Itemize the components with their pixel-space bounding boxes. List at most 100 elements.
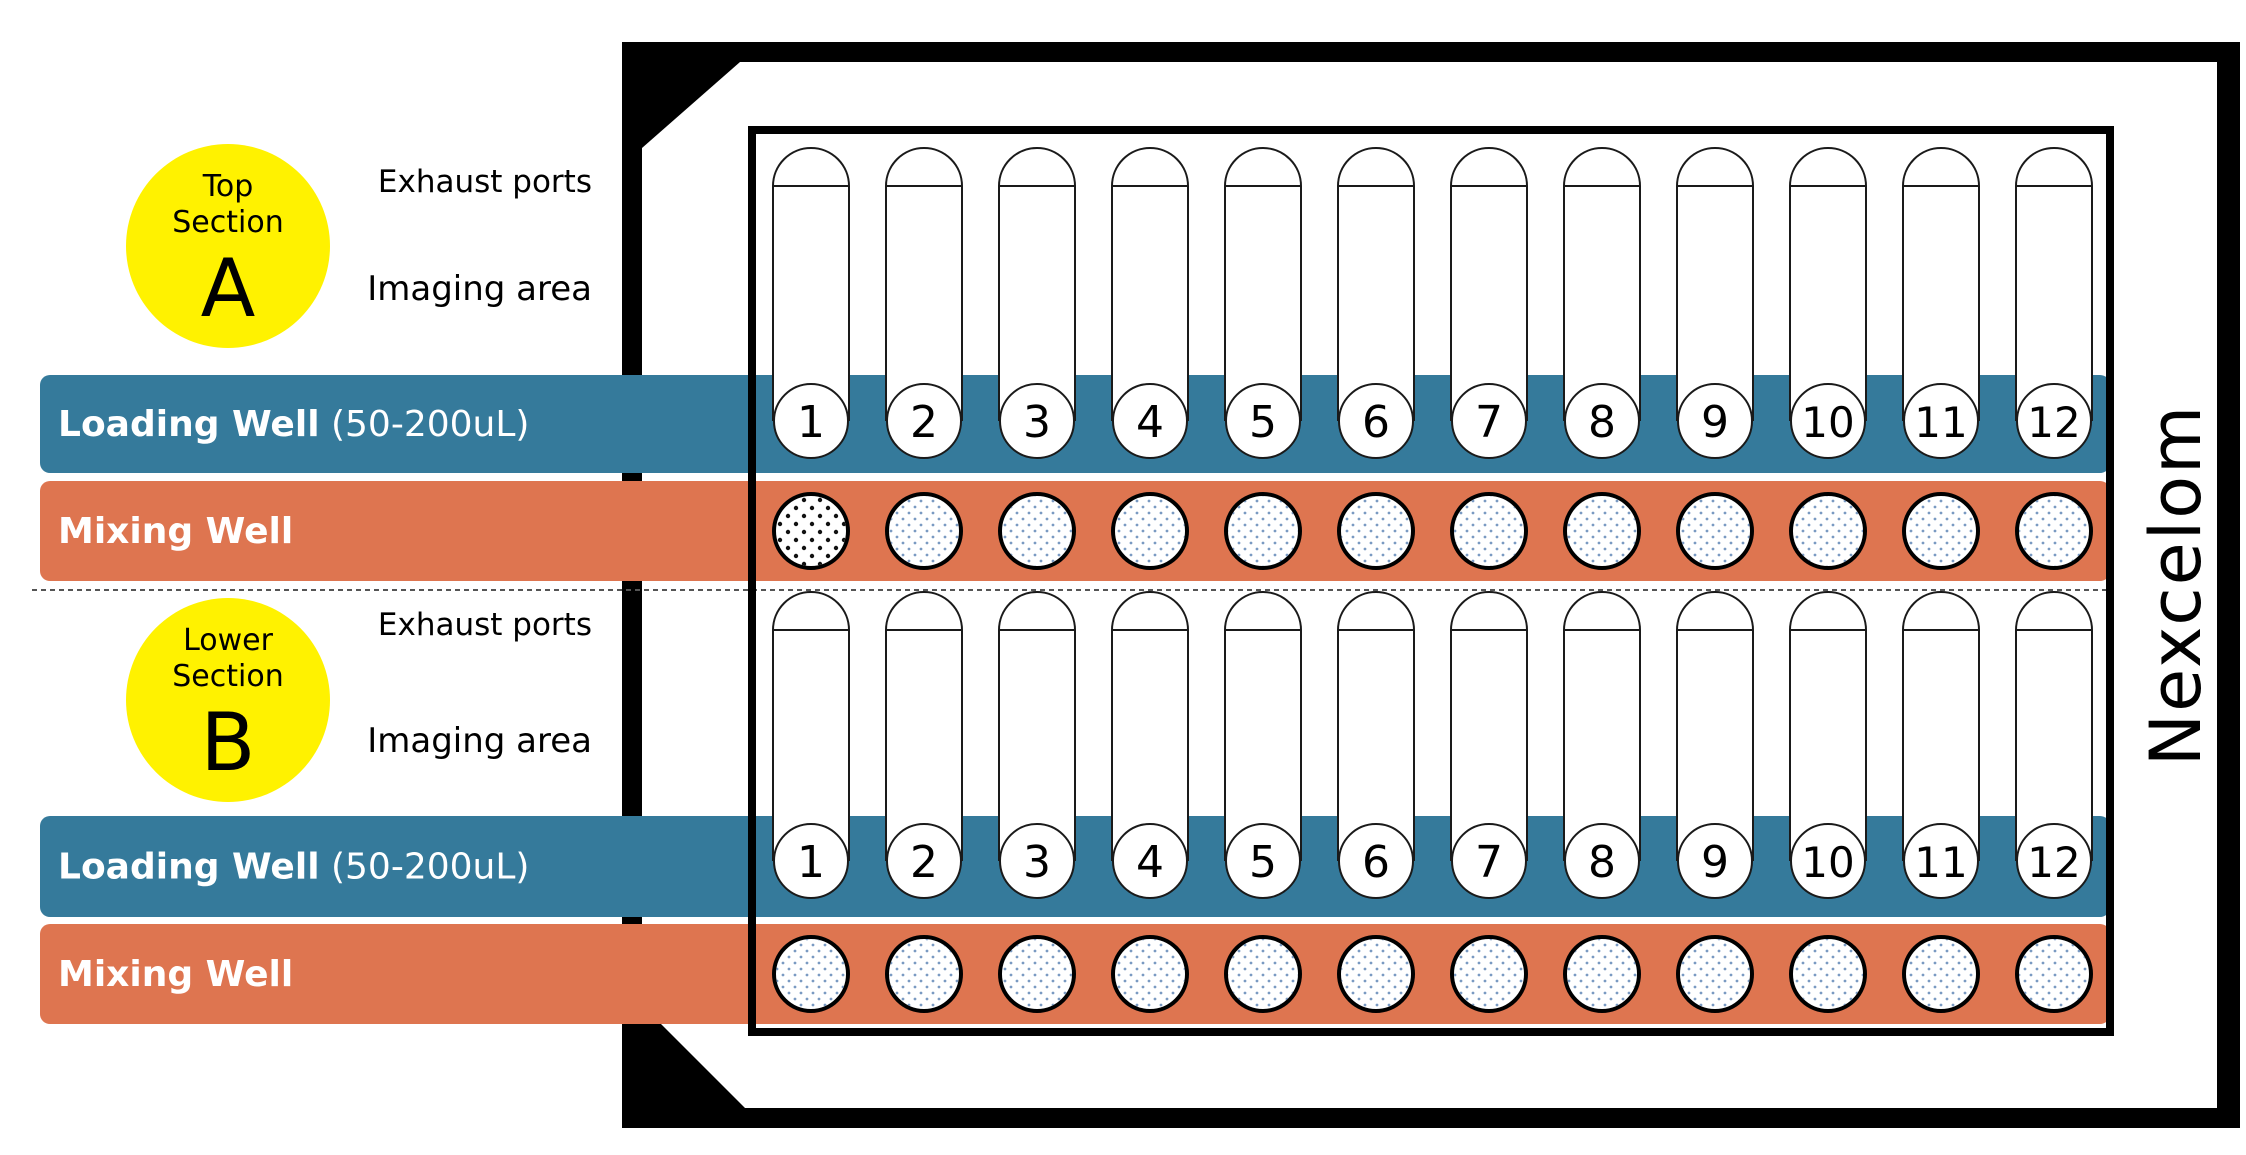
loading-well-a-2[interactable] xyxy=(886,383,962,459)
chamber-b-12: 12 xyxy=(2015,591,2093,1013)
chamber-b-2: 2 xyxy=(885,591,963,1013)
well-number: 4 xyxy=(1136,837,1164,888)
loading-well-a-8[interactable] xyxy=(1564,383,1640,459)
loading-well-volume: (50-200uL) xyxy=(320,847,530,888)
imaging-channel xyxy=(1676,147,1754,421)
badge-circle xyxy=(126,144,330,348)
well-number: 9 xyxy=(1701,397,1729,448)
imaging-channel xyxy=(772,591,850,861)
chamber-b-6: 6 xyxy=(1337,591,1415,1013)
imaging-channel xyxy=(1450,591,1528,861)
imaging-channel xyxy=(1111,591,1189,861)
mixing-well-dots xyxy=(2019,496,2089,566)
loading-well-b-3[interactable] xyxy=(999,823,1075,899)
imaging-channel xyxy=(885,147,963,421)
loading-well-volume: (50-200uL) xyxy=(320,404,530,445)
loading-well-a-10[interactable] xyxy=(1790,383,1866,459)
mixing-well-dots xyxy=(1341,496,1411,566)
well-number: 5 xyxy=(1249,397,1277,448)
loading-well-b-11[interactable] xyxy=(1903,823,1979,899)
imaging-channel xyxy=(1789,591,1867,861)
chamber-b-3: 3 xyxy=(998,591,1076,1013)
well-number: 11 xyxy=(1914,398,1967,447)
mixing-well-dots xyxy=(1454,939,1524,1009)
chamber-a-1: 1 xyxy=(772,147,850,570)
mixing-well-dots xyxy=(1680,496,1750,566)
mixing-well-dots xyxy=(889,496,959,566)
well-number: 3 xyxy=(1023,397,1051,448)
mixing-well-dots xyxy=(1228,939,1298,1009)
imaging-channel xyxy=(998,591,1076,861)
exhaust-ports-label-b: Exhaust ports xyxy=(378,607,592,643)
mixing-well-dots xyxy=(1002,496,1072,566)
chamber-b-1: 1 xyxy=(772,591,850,1013)
loading-well-a-1[interactable] xyxy=(773,383,849,459)
imaging-channel xyxy=(1902,591,1980,861)
loading-well-a-12[interactable] xyxy=(2016,383,2092,459)
badge-line2: Section xyxy=(172,205,283,240)
mixing-well-dots xyxy=(1115,496,1185,566)
exhaust-ports-label-a: Exhaust ports xyxy=(378,164,592,200)
imaging-channel xyxy=(1111,147,1189,421)
mixing-well-dots xyxy=(1228,496,1298,566)
loading-well-b-5[interactable] xyxy=(1225,823,1301,899)
loading-well-b-6[interactable] xyxy=(1338,823,1414,899)
chamber-a-4: 4 xyxy=(1111,147,1189,570)
imaging-channel xyxy=(2015,147,2093,421)
imaging-channel xyxy=(998,147,1076,421)
brand-logo: Nexcelom xyxy=(2135,404,2217,766)
well-number: 2 xyxy=(910,397,938,448)
well-number: 4 xyxy=(1136,397,1164,448)
mixing-well-dots xyxy=(1567,939,1637,1009)
loading-well-b-10[interactable] xyxy=(1790,823,1866,899)
imaging-channel xyxy=(1224,147,1302,421)
well-number: 12 xyxy=(2027,398,2080,447)
loading-well-a-5[interactable] xyxy=(1225,383,1301,459)
loading-well-b-8[interactable] xyxy=(1564,823,1640,899)
badge-line1: Top xyxy=(202,169,254,204)
well-number: 6 xyxy=(1362,397,1390,448)
loading-well-b-2[interactable] xyxy=(886,823,962,899)
well-number: 8 xyxy=(1588,837,1616,888)
imaging-channel xyxy=(1676,591,1754,861)
chamber-a-7: 7 xyxy=(1450,147,1528,570)
mixing-well-dots xyxy=(776,939,846,1009)
loading-well-title: Loading Well xyxy=(58,404,320,445)
loading-well-a-3[interactable] xyxy=(999,383,1075,459)
badge-circle xyxy=(126,598,330,802)
mixing-well-dots xyxy=(1567,496,1637,566)
loading-well-b-7[interactable] xyxy=(1451,823,1527,899)
loading-well-label-a: Loading Well (50-200uL) xyxy=(58,404,529,445)
imaging-channel xyxy=(772,147,850,421)
well-number: 1 xyxy=(797,837,825,888)
chamber-a-8: 8 xyxy=(1563,147,1641,570)
loading-well-b-4[interactable] xyxy=(1112,823,1188,899)
mixing-well-dots xyxy=(1341,939,1411,1009)
mixing-well-dots xyxy=(1454,496,1524,566)
loading-well-a-4[interactable] xyxy=(1112,383,1188,459)
chamber-b-9: 9 xyxy=(1676,591,1754,1013)
mixing-well-label-a: Mixing Well xyxy=(58,511,293,552)
loading-well-b-9[interactable] xyxy=(1677,823,1753,899)
well-number: 11 xyxy=(1914,838,1967,887)
chamber-a-12: 12 xyxy=(2015,147,2093,570)
loading-well-title: Loading Well xyxy=(58,847,320,888)
mixing-well-dots xyxy=(776,496,846,566)
chamber-b-4: 4 xyxy=(1111,591,1189,1013)
well-number: 7 xyxy=(1475,837,1503,888)
well-number: 10 xyxy=(1801,838,1854,887)
well-number: 1 xyxy=(797,397,825,448)
loading-well-a-6[interactable] xyxy=(1338,383,1414,459)
mixing-well-dots xyxy=(1002,939,1072,1009)
loading-well-b-1[interactable] xyxy=(773,823,849,899)
loading-well-a-7[interactable] xyxy=(1451,383,1527,459)
loading-well-a-11[interactable] xyxy=(1903,383,1979,459)
imaging-channel xyxy=(1563,591,1641,861)
loading-well-b-12[interactable] xyxy=(2016,823,2092,899)
loading-well-a-9[interactable] xyxy=(1677,383,1753,459)
badge-line1: Lower xyxy=(183,623,274,658)
imaging-channel xyxy=(1337,591,1415,861)
chamber-b-5: 5 xyxy=(1224,591,1302,1013)
